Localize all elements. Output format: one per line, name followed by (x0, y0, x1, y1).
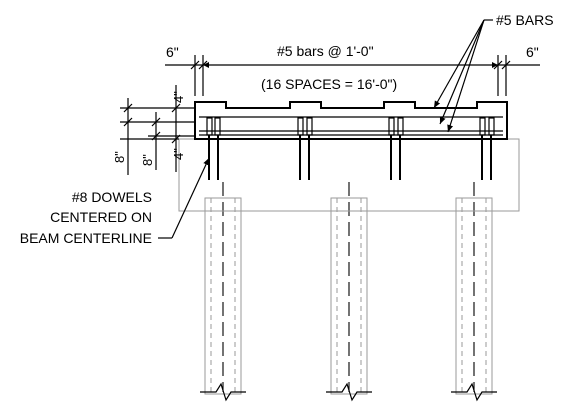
dim-8-a-text: 8" (112, 151, 127, 163)
column-right (455, 182, 493, 395)
break-lines (200, 382, 497, 402)
dowel-group-1 (206, 117, 221, 180)
left-dimensions (120, 85, 195, 175)
dim-8-b-text: 8" (140, 154, 155, 166)
dowels-line1-text: #8 DOWELS (72, 189, 152, 205)
dowel-group-2 (297, 117, 313, 180)
bars-callout-text: #5 BARS (496, 12, 554, 28)
deck-slab (194, 101, 508, 140)
dim-4-top-text: 4" (171, 91, 186, 103)
cap-beam (178, 138, 520, 212)
left-edge-dim-text: 6" (166, 44, 179, 60)
dowels (206, 117, 495, 180)
bars-leaders (433, 19, 493, 133)
column-center (330, 182, 368, 395)
column-left (204, 182, 242, 395)
bar-spacing-text: #5 bars @ 1'-0" (277, 43, 374, 59)
columns (200, 182, 497, 402)
dowel-leader (158, 157, 210, 239)
top-dimension (165, 55, 540, 96)
dim-4-bottom-text: 4" (171, 148, 186, 160)
right-edge-dim-text: 6" (526, 44, 539, 60)
dowels-line2-text: CENTERED ON (50, 209, 152, 225)
dowel-group-4 (479, 117, 495, 180)
dowel-group-3 (388, 117, 404, 180)
spacing-total-text: (16 SPACES = 16'-0") (261, 76, 397, 92)
dowels-line3-text: BEAM CENTERLINE (20, 230, 152, 246)
